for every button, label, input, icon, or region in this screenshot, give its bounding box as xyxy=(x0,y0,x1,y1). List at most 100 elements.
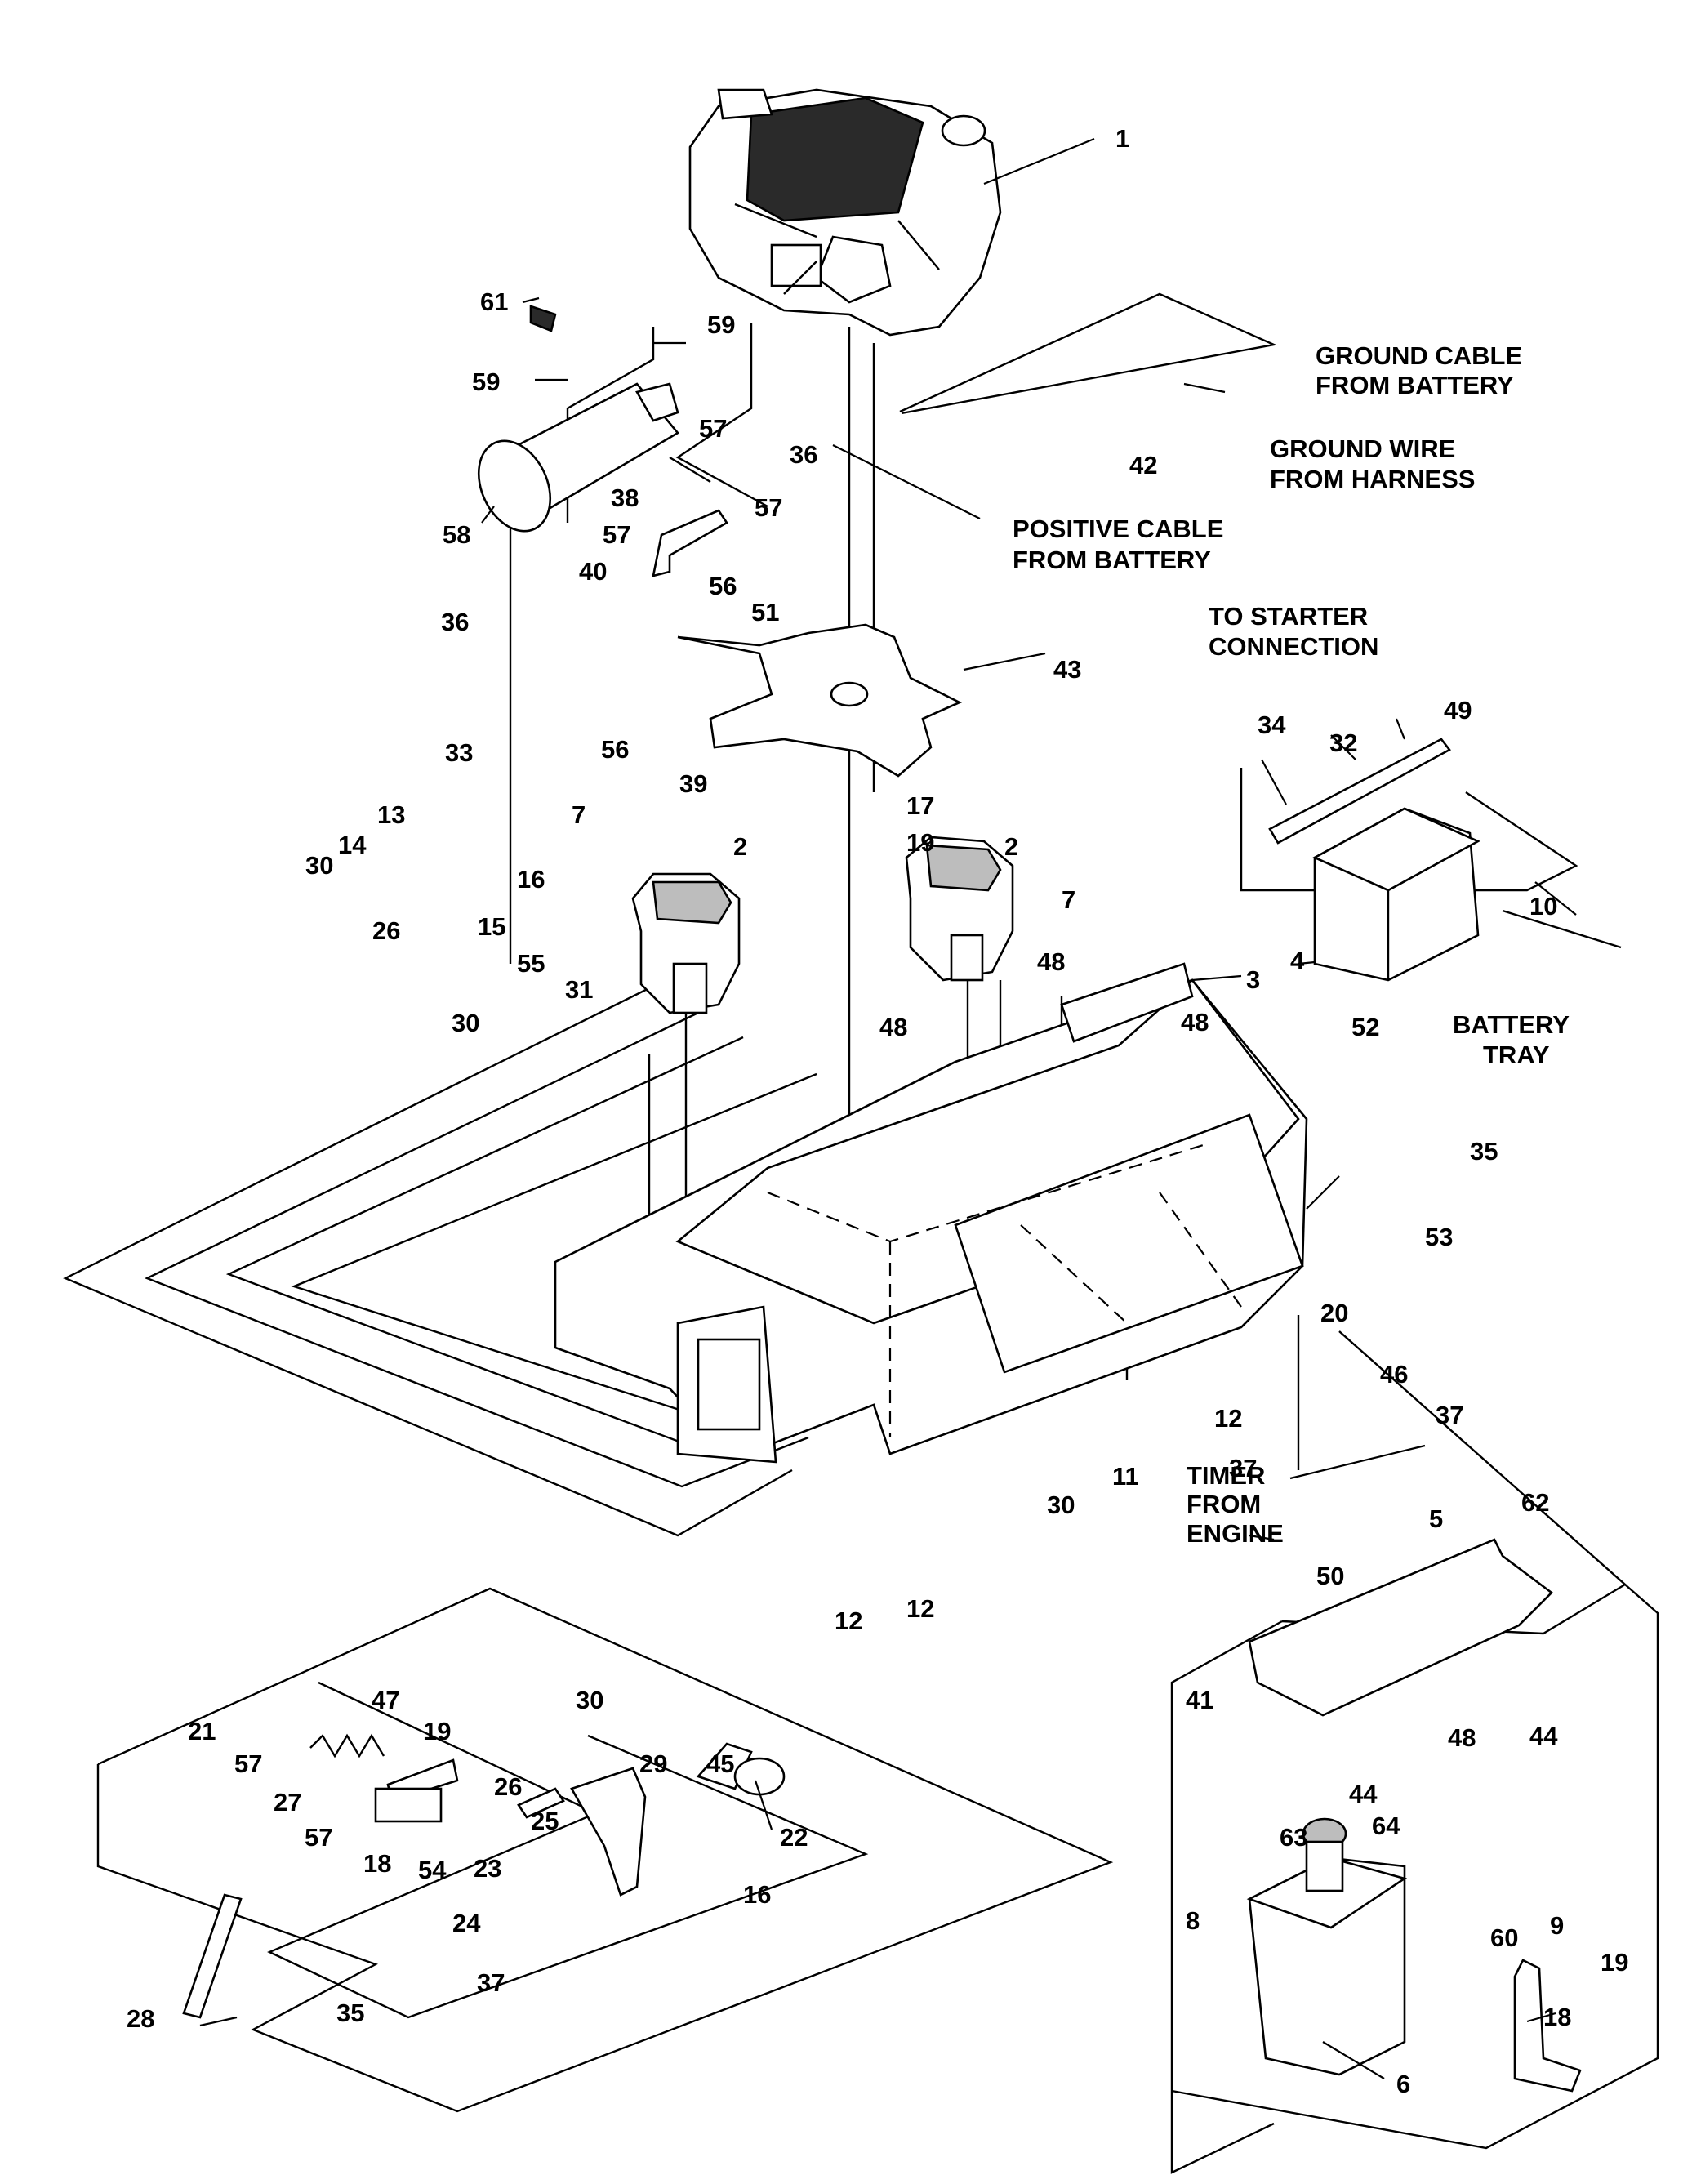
timer-label-1: TIMER xyxy=(1187,1461,1265,1490)
bracket-40 xyxy=(652,509,728,577)
callout-28: 28 xyxy=(127,2004,154,2033)
callout-59: 59 xyxy=(472,368,500,396)
brake-linkage xyxy=(374,1742,786,1897)
callout-37: 37 xyxy=(1436,1401,1463,1429)
callout-48: 48 xyxy=(1448,1723,1476,1752)
bracket-18-right xyxy=(1513,1959,1582,2093)
callout-4: 4 xyxy=(1290,947,1305,975)
leader-lines xyxy=(199,137,1577,2079)
battery-tray-label-2: TRAY xyxy=(1483,1041,1550,1069)
callout-62: 62 xyxy=(1521,1488,1549,1517)
positive-cable-label-1: POSITIVE CABLE xyxy=(1013,515,1223,543)
callout-5: 5 xyxy=(1429,1504,1443,1533)
battery-tray-label-1: BATTERY xyxy=(1453,1010,1570,1039)
callout-48: 48 xyxy=(879,1013,907,1041)
callout-16: 16 xyxy=(743,1880,771,1909)
callout-54: 54 xyxy=(418,1856,447,1884)
hydro-pump-right xyxy=(905,836,1014,982)
callout-44: 44 xyxy=(1529,1722,1558,1750)
callout-12: 12 xyxy=(1214,1404,1242,1433)
to-starter-label-1: TO STARTER xyxy=(1209,602,1368,631)
callout-39: 39 xyxy=(679,769,707,798)
callout-56: 56 xyxy=(601,735,629,764)
callout-27: 27 xyxy=(274,1788,301,1816)
callout-51: 51 xyxy=(751,598,779,626)
cylinder-28 xyxy=(182,1893,243,2019)
callout-53: 53 xyxy=(1425,1223,1453,1251)
reservoir xyxy=(1246,1817,1408,2076)
callout-41: 41 xyxy=(1186,1686,1213,1714)
callout-61: 61 xyxy=(480,287,508,316)
callout-58: 58 xyxy=(443,520,470,549)
callout-12: 12 xyxy=(835,1607,862,1635)
callout-46: 46 xyxy=(1380,1360,1408,1388)
battery xyxy=(1312,807,1480,982)
ground-wire-label-2: FROM HARNESS xyxy=(1270,465,1475,493)
muffler xyxy=(477,305,679,533)
callout-34: 34 xyxy=(1258,711,1286,739)
callout-3: 3 xyxy=(1246,965,1260,994)
hydro-pump-left xyxy=(631,872,741,1014)
callout-16: 16 xyxy=(517,865,545,894)
callout-23: 23 xyxy=(474,1854,501,1883)
callout-14: 14 xyxy=(338,831,367,859)
callouts: 1 61 59 59 57 36 58 38 57 57 40 56 51 36… xyxy=(127,124,1628,2098)
to-starter-label-2: CONNECTION xyxy=(1209,632,1378,661)
callout-49: 49 xyxy=(1444,696,1472,724)
callout-44: 44 xyxy=(1349,1780,1378,1808)
callout-1: 1 xyxy=(1115,124,1129,153)
callout-2: 2 xyxy=(1004,832,1018,861)
callout-35: 35 xyxy=(1470,1137,1498,1166)
callout-37: 37 xyxy=(477,1968,505,1997)
ground-cable-label-1: GROUND CABLE xyxy=(1316,341,1522,370)
callout-40: 40 xyxy=(579,557,607,586)
positive-cable-label-2: FROM BATTERY xyxy=(1013,546,1211,574)
callout-55: 55 xyxy=(517,949,545,978)
callout-57: 57 xyxy=(699,414,727,443)
engine xyxy=(688,88,1002,337)
callout-57: 57 xyxy=(305,1823,332,1852)
callout-60: 60 xyxy=(1490,1923,1518,1952)
callout-56: 56 xyxy=(709,572,737,600)
engine-mount-plate xyxy=(677,623,963,778)
text-labels: GROUND CABLE FROM BATTERY GROUND WIRE FR… xyxy=(1013,341,1570,1548)
callout-21: 21 xyxy=(188,1717,216,1745)
callout-36: 36 xyxy=(441,608,469,636)
callout-33: 33 xyxy=(445,738,473,767)
callout-45: 45 xyxy=(706,1749,734,1778)
callout-50: 50 xyxy=(1316,1562,1344,1590)
callout-57: 57 xyxy=(755,493,782,522)
ground-wire-label-1: GROUND WIRE xyxy=(1270,435,1455,463)
callout-32: 32 xyxy=(1329,729,1357,757)
callout-31: 31 xyxy=(565,975,593,1004)
callout-57: 57 xyxy=(603,520,630,549)
callout-18: 18 xyxy=(363,1849,391,1878)
ground-cable-label-2: FROM BATTERY xyxy=(1316,371,1514,399)
callout-63: 63 xyxy=(1280,1823,1307,1852)
callout-48: 48 xyxy=(1181,1008,1209,1036)
callout-2: 2 xyxy=(733,832,747,861)
callout-24: 24 xyxy=(452,1909,481,1937)
callout-26: 26 xyxy=(494,1772,522,1801)
callout-57: 57 xyxy=(234,1749,262,1778)
callout-36: 36 xyxy=(790,440,817,469)
callout-10: 10 xyxy=(1529,892,1557,920)
battery-hold-down xyxy=(1268,738,1451,845)
callout-7: 7 xyxy=(572,800,586,829)
callout-7: 7 xyxy=(1062,885,1075,914)
callout-15: 15 xyxy=(478,912,505,941)
callout-52: 52 xyxy=(1351,1013,1379,1041)
timer-label-3: ENGINE xyxy=(1187,1519,1284,1548)
callout-6: 6 xyxy=(1396,2070,1410,2098)
timer-label-2: FROM xyxy=(1187,1490,1261,1518)
callout-19: 19 xyxy=(1601,1948,1628,1977)
callout-30: 30 xyxy=(305,851,333,880)
callout-43: 43 xyxy=(1053,655,1081,684)
callout-29: 29 xyxy=(639,1749,667,1778)
callout-17: 17 xyxy=(906,791,934,820)
callout-20: 20 xyxy=(1320,1299,1348,1327)
callout-30: 30 xyxy=(452,1009,479,1037)
callout-35: 35 xyxy=(336,1999,364,2027)
callout-30: 30 xyxy=(1047,1491,1075,1519)
